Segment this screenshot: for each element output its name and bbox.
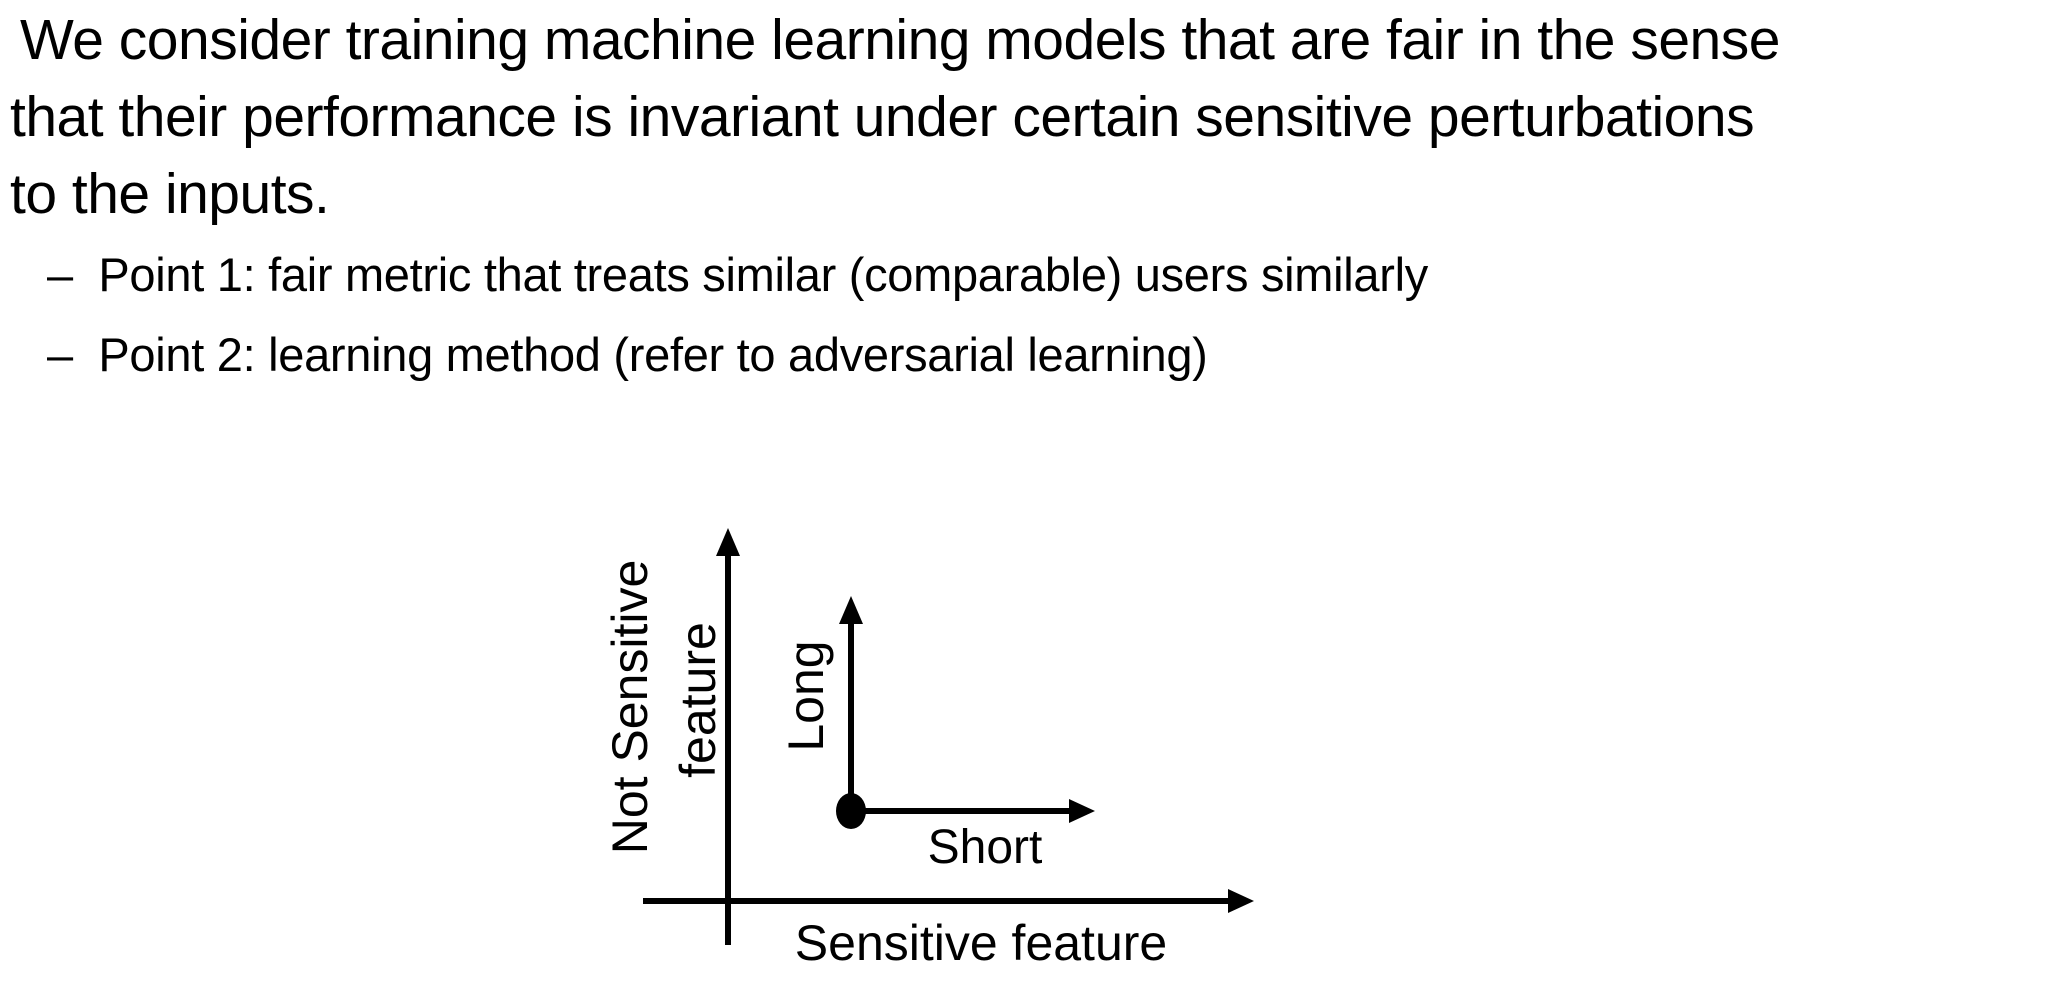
bullet-point-1: – Point 1: fair metric that treats simil…	[47, 248, 1428, 301]
x-axis-arrowhead-icon	[1228, 889, 1254, 913]
y-axis-arrowhead-icon	[716, 528, 740, 556]
long-arrowhead-icon	[839, 596, 863, 624]
long-label: Long	[778, 640, 834, 751]
y-axis-label-line1: Not Sensitive	[602, 560, 658, 855]
y-axis-label-line2: feature	[670, 622, 726, 778]
intro-paragraph: We consider training machine learning mo…	[10, 8, 1780, 226]
data-point-dot	[836, 793, 866, 829]
short-arrowhead-icon	[1069, 799, 1095, 823]
y-axis-label: Not Sensitive feature	[602, 546, 726, 855]
axes-diagram: Not Sensitive feature Long Short Sensiti…	[602, 528, 1254, 971]
x-axis-label: Sensitive feature	[795, 915, 1167, 971]
bullet-list: – Point 1: fair metric that treats simil…	[47, 235, 1428, 395]
short-label: Short	[928, 821, 1043, 874]
bullet-point-2: – Point 2: learning method (refer to adv…	[47, 328, 1208, 381]
